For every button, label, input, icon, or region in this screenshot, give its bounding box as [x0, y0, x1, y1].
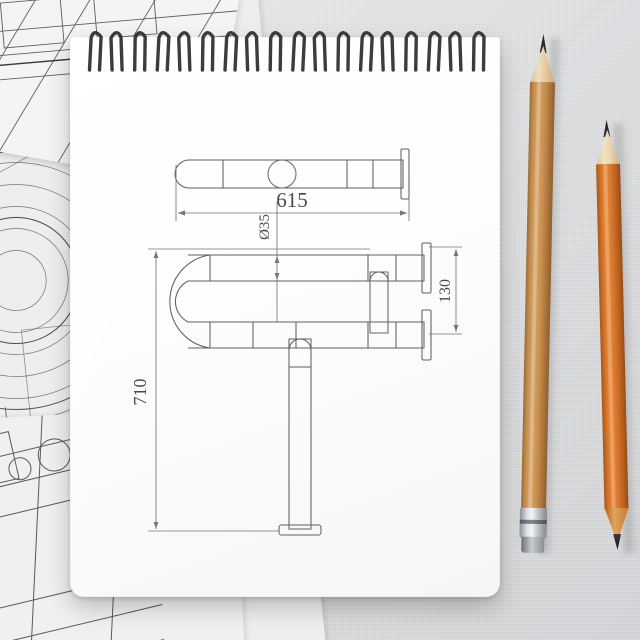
dim-710-label: 710 — [130, 379, 150, 406]
coil-loop — [448, 31, 463, 72]
coil-loop — [312, 31, 328, 72]
coil-highlight — [116, 39, 119, 69]
dim-diameter-35 — [274, 202, 280, 322]
coil-highlight — [433, 39, 436, 69]
coil-highlight — [162, 39, 165, 69]
coil-loop — [87, 31, 103, 72]
coil-loop — [291, 31, 307, 72]
tan-pencil-eraser — [521, 536, 545, 554]
coil-loop — [404, 31, 418, 72]
technical-drawing: 615 Ø35 130 710 — [130, 148, 462, 536]
coil-loop — [380, 31, 395, 72]
coil-loop — [471, 31, 486, 72]
coil-highlight — [387, 39, 390, 69]
coil-loop — [155, 31, 171, 72]
dim-130-label: 130 — [437, 279, 454, 303]
coil-highlight — [297, 39, 300, 69]
dim-615-label: 615 — [276, 188, 308, 212]
top-view-bar — [174, 148, 410, 200]
orange-pencil-lead-bottom — [613, 534, 621, 550]
coil-loop — [244, 31, 260, 72]
coil-highlight — [319, 39, 322, 69]
coil-loop — [336, 31, 351, 72]
dim-710 — [148, 248, 370, 532]
coil-loop — [200, 31, 215, 72]
coil-highlight — [365, 39, 368, 69]
coil-highlight — [230, 39, 232, 69]
dim-615 — [175, 165, 410, 221]
coil-highlight — [455, 39, 457, 69]
coil-loop — [132, 31, 147, 72]
spiral-binding — [87, 31, 486, 72]
coil-loop — [268, 31, 283, 72]
coil-loop — [223, 31, 239, 72]
dim-diameter-35-label: Ø35 — [257, 214, 273, 240]
coil-loop — [177, 31, 192, 72]
coil-loop — [358, 31, 374, 72]
tan-pencil-ferrule-ring — [519, 519, 547, 525]
dim-130 — [429, 246, 462, 335]
coil-highlight — [184, 39, 186, 69]
coil-highlight — [94, 39, 97, 69]
coil-highlight — [251, 39, 254, 69]
coil-loop — [109, 31, 124, 72]
side-view-grab-bar — [169, 242, 432, 536]
coil-loop — [426, 31, 442, 72]
spiral-notepad: 615 Ø35 130 710 — [70, 37, 500, 597]
